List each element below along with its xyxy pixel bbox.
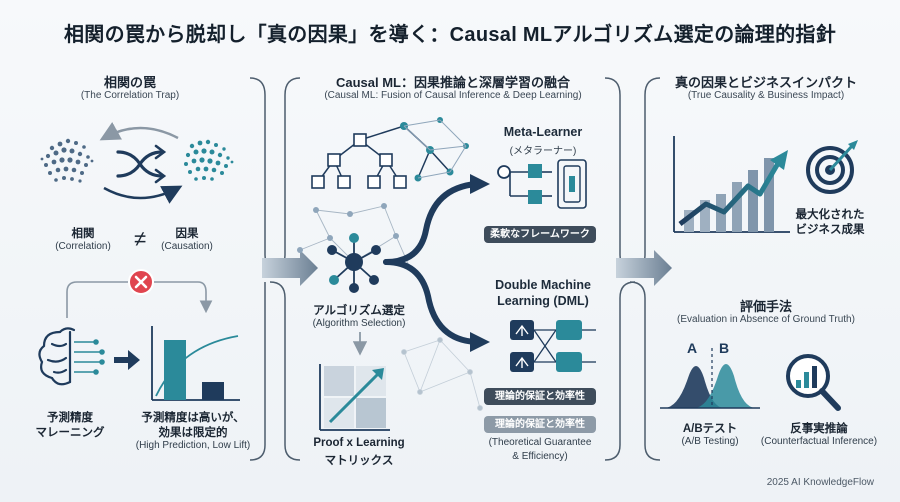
algorithm-selection-label: アルゴリズム選定 xyxy=(313,305,405,317)
eval-heading: 評価手法 xyxy=(739,299,792,314)
left-heading: 相関の罠 xyxy=(103,75,156,90)
ab-label-b: B xyxy=(718,340,730,356)
ab-test-distribution-icon xyxy=(660,348,760,409)
branch-arrow-dml-head xyxy=(470,332,490,352)
impact-label-2: ビジネス成果 xyxy=(795,224,865,236)
right-subheading: (True Causality & Business Impact) xyxy=(687,90,845,101)
correlation-sub: (Correlation) xyxy=(55,241,111,252)
cycle-arrow-top xyxy=(99,121,179,141)
middle-heading: Causal ML：因果推論と深層学習の融合 xyxy=(335,75,570,90)
dml-icon xyxy=(510,320,596,372)
ab-test-sub: (A/B Testing) xyxy=(681,436,739,447)
lift-chart-icon xyxy=(151,326,240,401)
mesh-network-lines xyxy=(403,119,467,179)
faint-mesh xyxy=(401,337,483,411)
brain-icon xyxy=(38,327,76,386)
dml-title-2: Learning (DML) xyxy=(497,294,589,308)
matrix-title-1: Proof x Learning xyxy=(313,437,405,449)
right-heading: 真の因果とビジネスインパクト xyxy=(674,75,857,90)
algorithm-hub-icon xyxy=(327,233,381,293)
causation-label: 因果 xyxy=(175,228,199,240)
impact-label-1: 最大化された xyxy=(795,209,865,221)
correlation-label: 相関 xyxy=(71,228,95,240)
prediction-label-2: マレーニング xyxy=(35,427,105,439)
branch-arrow-meta-head xyxy=(470,174,490,194)
cycle-arrow-bottom xyxy=(103,185,183,204)
dml-title-1: Double Machine xyxy=(495,278,591,292)
trap-connector xyxy=(66,281,206,318)
meta-learner-sub: (メタラーナー) xyxy=(509,146,577,157)
flow-arrow-right xyxy=(616,250,672,286)
correlation-dot-cluster xyxy=(40,138,94,183)
target-icon xyxy=(806,140,858,194)
lift-label-1: 予測精度は高いが、 xyxy=(141,412,245,424)
proof-learning-matrix-icon xyxy=(319,364,390,431)
branch-arrow-dml xyxy=(383,259,479,345)
flow-arrow-left xyxy=(262,250,318,286)
lower-mesh-nodes xyxy=(297,203,413,271)
shuffle-icon xyxy=(116,144,167,184)
meta-learner-pill: 柔軟なフレームワーク xyxy=(484,226,596,243)
ab-label-a: A xyxy=(686,340,698,356)
causation-dot-cluster xyxy=(184,139,234,181)
signal-lines xyxy=(74,339,105,375)
lift-sub: (High Prediction, Low Lift) xyxy=(135,440,251,451)
counterfactual-sub: (Counterfactual Inference) xyxy=(760,436,878,447)
algorithm-selection-sub: (Algorithm Selection) xyxy=(312,318,406,329)
eval-subheading: (Evaluation in Absence of Ground Truth) xyxy=(677,314,855,325)
dml-sub-2: & Efficiency) xyxy=(512,451,568,462)
magnifier-icon xyxy=(786,354,841,411)
prediction-label-1: 予測精度 xyxy=(47,412,93,424)
matrix-title-2: マトリックス xyxy=(324,455,394,467)
middle-subheading: (Causal ML: Fusion of Causal Inference &… xyxy=(324,90,582,101)
meta-learner-title: Meta-Learner xyxy=(503,125,583,139)
dml-pill-2: 理論的保証と効率性 xyxy=(484,416,596,433)
meta-learner-icon xyxy=(497,159,587,209)
reject-icon-cross xyxy=(134,275,148,289)
dml-pill-1: 理論的保証と効率性 xyxy=(484,388,596,405)
ab-test-label: A/Bテスト xyxy=(682,423,738,435)
growth-chart-icon xyxy=(673,136,790,233)
left-subheading: (The Correlation Trap) xyxy=(80,90,180,101)
tree-network-nodes xyxy=(311,133,407,189)
lift-label-2: 効果は限定的 xyxy=(158,427,228,439)
not-equal-sign: ≠ xyxy=(133,226,147,251)
causation-sub: (Causation) xyxy=(161,241,213,252)
prediction-arrow xyxy=(114,350,140,370)
page-title: 相関の罠から脱却し「真の因果」を導く：Causal MLアルゴリズム選定の論理的… xyxy=(63,24,837,46)
branch-arrow-meta xyxy=(383,181,479,265)
dml-sub-1: (Theoretical Guarantee xyxy=(488,437,592,448)
brand-footer: 2025 AI KnowledgeFlow xyxy=(766,477,874,488)
counterfactual-label: 反事実推論 xyxy=(790,423,848,435)
